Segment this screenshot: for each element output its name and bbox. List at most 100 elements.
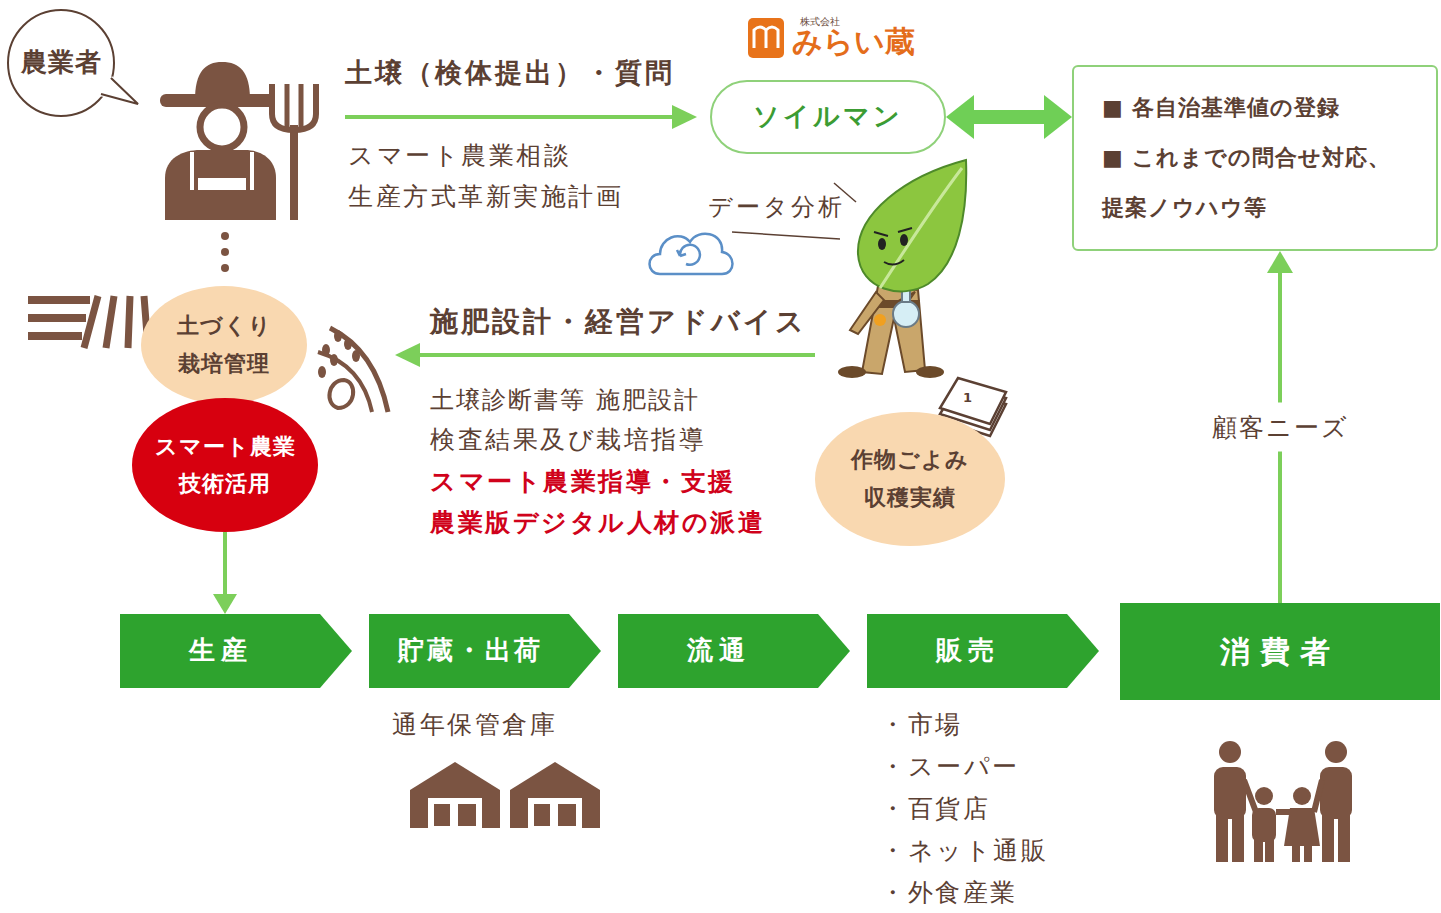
family-icon-part (1265, 836, 1274, 862)
stage-chevron: 販売 (867, 614, 1099, 688)
family-icon-part (1322, 812, 1334, 862)
calendar-number: 1 (963, 390, 972, 406)
rice-icon-part (322, 344, 330, 356)
rice-icon-part (330, 328, 388, 412)
dotted-leader (221, 232, 229, 272)
warehouse-icon-part (558, 804, 576, 826)
logo-mark-part (748, 18, 784, 58)
rice-icon-part (344, 338, 352, 350)
node-text: 作物ごよみ 収穫実績 (848, 441, 973, 518)
service-item: 検査結果及び栽培指導 (430, 425, 706, 455)
family-icon-part (1244, 780, 1322, 812)
stage-chevron: 流通 (618, 614, 850, 688)
family-icon-part (1232, 812, 1244, 862)
flow-arrow-part (345, 115, 676, 119)
farmer-illustration-part (200, 105, 244, 149)
family-icon-part (1292, 842, 1300, 862)
warehouse-icon-part (434, 804, 450, 826)
soilman-character-part (874, 228, 912, 236)
service-item: 土壌診断書等 施肥設計 (430, 386, 700, 415)
soilman-character-part (874, 314, 886, 326)
arrow-head (946, 95, 974, 139)
soilman-character-part (850, 292, 884, 334)
warehouse-icon-part (510, 762, 600, 828)
node-text: 流通 (687, 635, 751, 666)
family-icon-part (1338, 812, 1350, 862)
soilman-character-part (916, 366, 944, 378)
rice-icon-part (329, 380, 353, 408)
field-icon-part (28, 296, 90, 304)
soilman-character (838, 160, 966, 378)
service-item: 農業版デジタル人材の派遣 (430, 508, 765, 538)
arrow-head (1267, 251, 1293, 273)
family-icon (1214, 741, 1352, 862)
node-text: ソイルマン (753, 101, 903, 132)
dotted-leader-part (221, 248, 229, 256)
node-text: 消費者 (1220, 634, 1340, 670)
node-text: 農業者 (21, 47, 102, 78)
farmer-illustration-part (198, 178, 246, 190)
node-text: 土づくり 栽培管理 (169, 307, 279, 384)
arrow-head (1044, 95, 1072, 139)
warehouse-icon-part (458, 804, 476, 826)
arrow-label: 施肥設計・経営アドバイス (430, 305, 807, 339)
chevron-shape (369, 614, 601, 688)
logo-mark-part (754, 27, 778, 48)
soilman-character-part (893, 301, 919, 327)
farmer-illustration-part (272, 84, 316, 130)
family-icon-part (1304, 842, 1312, 862)
warehouse-icon-part (528, 798, 582, 828)
family-icon-part (1214, 767, 1246, 819)
cloud-icon (650, 234, 733, 274)
dotted-leader-part (221, 232, 229, 240)
consumer-band: 消費者 (1120, 603, 1440, 700)
warehouse-icon-part (428, 798, 482, 828)
connector-group (213, 532, 237, 614)
rice-icon (318, 328, 388, 412)
storage-label: 通年保管倉庫 (392, 710, 557, 740)
farmer-illustration-part (290, 125, 298, 220)
farmer-illustration-part (165, 150, 276, 220)
bubble-circle (8, 10, 114, 116)
flow-arrow-part (672, 105, 697, 129)
company-name: みらい蔵 (792, 24, 915, 60)
node-text: ■ これまでの問合せ対応、 提案ノウハウ等 (1102, 133, 1402, 233)
service-item: 生産方式革新実施計画 (348, 182, 623, 212)
service-item: スマート農業相談 (348, 141, 571, 171)
family-icon-part (1216, 812, 1228, 862)
family-icon-part (1325, 741, 1347, 763)
chevron-shape (867, 614, 1099, 688)
soilman-character-part (838, 366, 866, 378)
process-pill: ソイルマン (710, 80, 946, 154)
warehouse-icon-part (534, 804, 550, 826)
farmer-illustration (160, 62, 316, 220)
rice-icon-part (334, 330, 342, 342)
field-icon (28, 296, 148, 348)
field-icon-part (28, 332, 82, 340)
channel-item: ・市場 (880, 710, 963, 740)
field-icon-part (28, 314, 86, 322)
rice-icon-part (352, 350, 360, 362)
logo-mark (748, 18, 784, 58)
node-text: 生産 (189, 635, 253, 666)
rice-icon-part (330, 354, 338, 366)
family-icon-part (1254, 836, 1263, 862)
node-text: スマート農業 技術活用 (150, 428, 300, 503)
data-ellipse: 作物ごよみ 収穫実績 (815, 412, 1005, 546)
farmer-illustration-part (287, 84, 301, 128)
activity-ellipse: 土づくり 栽培管理 (141, 286, 307, 404)
edge-label: 顧客ニーズ (1212, 403, 1349, 452)
warehouse-icon (410, 762, 600, 828)
channel-item: ・ネット通販 (880, 836, 1048, 866)
family-icon-part (1255, 787, 1273, 805)
channel-item: ・百貨店 (880, 794, 990, 824)
soilman-character-part (858, 160, 966, 291)
cloud-icon-part (677, 245, 700, 265)
bubble-tail (101, 78, 138, 104)
dotted-leader-part (221, 264, 229, 272)
family-icon-part (1293, 787, 1311, 805)
channel-item: ・スーパー (880, 752, 1020, 782)
flow-arrow-part (418, 353, 815, 357)
node-text: 貯蔵・出荷 (398, 635, 543, 666)
